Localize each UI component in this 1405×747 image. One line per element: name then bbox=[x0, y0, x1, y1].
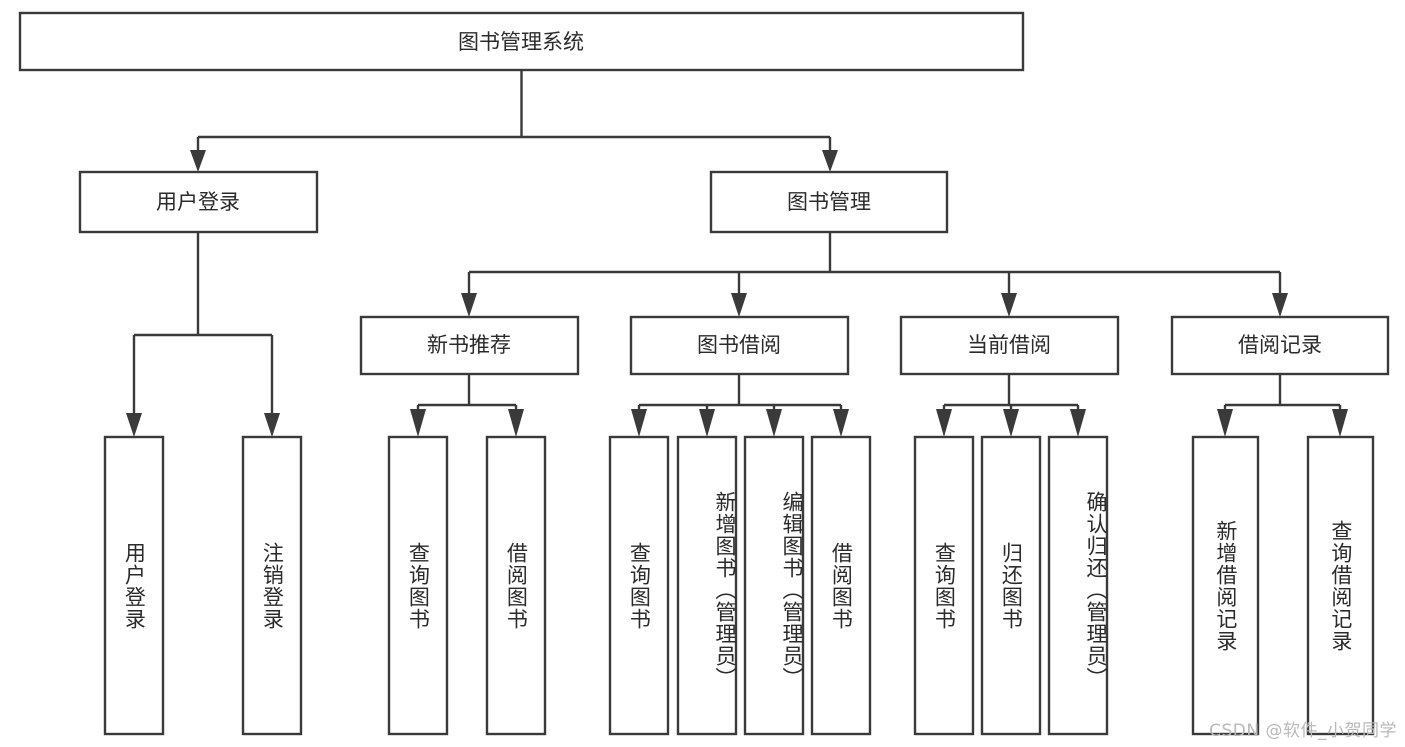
node-leaf-cur-return-book[interactable] bbox=[980, 435, 1042, 736]
arrowhead-book-manage bbox=[822, 150, 838, 172]
arrowhead-rec-add-record bbox=[1217, 409, 1233, 437]
connector-group-borrow-record bbox=[1217, 374, 1348, 437]
label-book-manage: 图书管理 bbox=[787, 190, 871, 214]
label-book-borrow: 图书借阅 bbox=[697, 333, 781, 357]
connector-group-book-borrow bbox=[631, 374, 849, 437]
arrowhead-rec-query-book bbox=[410, 409, 426, 437]
arrowhead-cur-confirm-return bbox=[1070, 409, 1086, 437]
node-leaf-user-logout[interactable] bbox=[241, 435, 303, 736]
node-box-group bbox=[18, 11, 1390, 736]
arrowhead-borrow-record bbox=[1272, 293, 1288, 317]
node-leaf-borrow-query-book[interactable] bbox=[608, 435, 670, 736]
arrowhead-borrow-borrow-book bbox=[833, 409, 849, 437]
node-current-borrow[interactable] bbox=[899, 315, 1120, 376]
arrowhead-rec-query-record bbox=[1332, 409, 1348, 437]
node-leaf-cur-confirm-return[interactable] bbox=[1047, 435, 1109, 736]
arrowhead-cur-query-book bbox=[936, 409, 952, 437]
connector-group-new-book-rec bbox=[410, 374, 524, 437]
node-leaf-user-login[interactable] bbox=[103, 435, 165, 736]
node-leaf-borrow-borrow-book[interactable] bbox=[810, 435, 872, 736]
arrowhead-leaf-user-logout bbox=[264, 413, 280, 437]
node-label-group: 图书管理系统 用户登录 图书管理 新书推荐 图书借阅 当前借阅 借阅记录 bbox=[156, 30, 1322, 357]
connector-group-current-borrow bbox=[936, 374, 1086, 437]
node-book-manage[interactable] bbox=[709, 170, 949, 234]
node-leaf-rec-borrow-book[interactable] bbox=[485, 435, 547, 736]
arrowhead-rec-borrow-book bbox=[508, 409, 524, 437]
connector-group-book-manage bbox=[461, 232, 1288, 317]
node-leaf-borrow-edit-book[interactable] bbox=[743, 435, 805, 736]
arrowhead-leaf-user-login bbox=[126, 413, 142, 437]
arrowhead-user-login bbox=[190, 150, 206, 172]
node-user-login[interactable] bbox=[78, 170, 319, 234]
node-borrow-record[interactable] bbox=[1170, 315, 1390, 376]
node-book-borrow[interactable] bbox=[629, 315, 850, 376]
watermark-text: CSDN @软件_小贺同学 bbox=[1209, 721, 1397, 741]
node-new-book-rec[interactable] bbox=[359, 315, 580, 376]
node-leaf-rec-query-book[interactable] bbox=[387, 435, 449, 736]
label-borrow-record: 借阅记录 bbox=[1238, 333, 1322, 357]
connector-group-root bbox=[190, 70, 838, 172]
node-root[interactable] bbox=[18, 11, 1025, 72]
arrowhead-current-borrow bbox=[1001, 293, 1017, 317]
node-leaf-rec-add-record[interactable] bbox=[1191, 435, 1260, 736]
arrowhead-borrow-add-book bbox=[699, 409, 715, 437]
connector-group-user-login bbox=[126, 232, 280, 437]
arrowhead-book-borrow bbox=[731, 293, 747, 317]
arrowhead-new-book-rec bbox=[461, 293, 477, 317]
node-leaf-borrow-add-book[interactable] bbox=[676, 435, 738, 736]
label-user-login: 用户登录 bbox=[156, 190, 240, 214]
node-leaf-cur-query-book[interactable] bbox=[913, 435, 975, 736]
arrowhead-cur-return-book bbox=[1003, 409, 1019, 437]
arrowhead-borrow-edit-book bbox=[766, 409, 782, 437]
label-root: 图书管理系统 bbox=[458, 30, 584, 54]
label-current-borrow: 当前借阅 bbox=[967, 333, 1051, 357]
arrowhead-borrow-query-book bbox=[631, 409, 647, 437]
label-new-book-rec: 新书推荐 bbox=[427, 333, 511, 357]
node-leaf-rec-query-record[interactable] bbox=[1306, 435, 1375, 736]
